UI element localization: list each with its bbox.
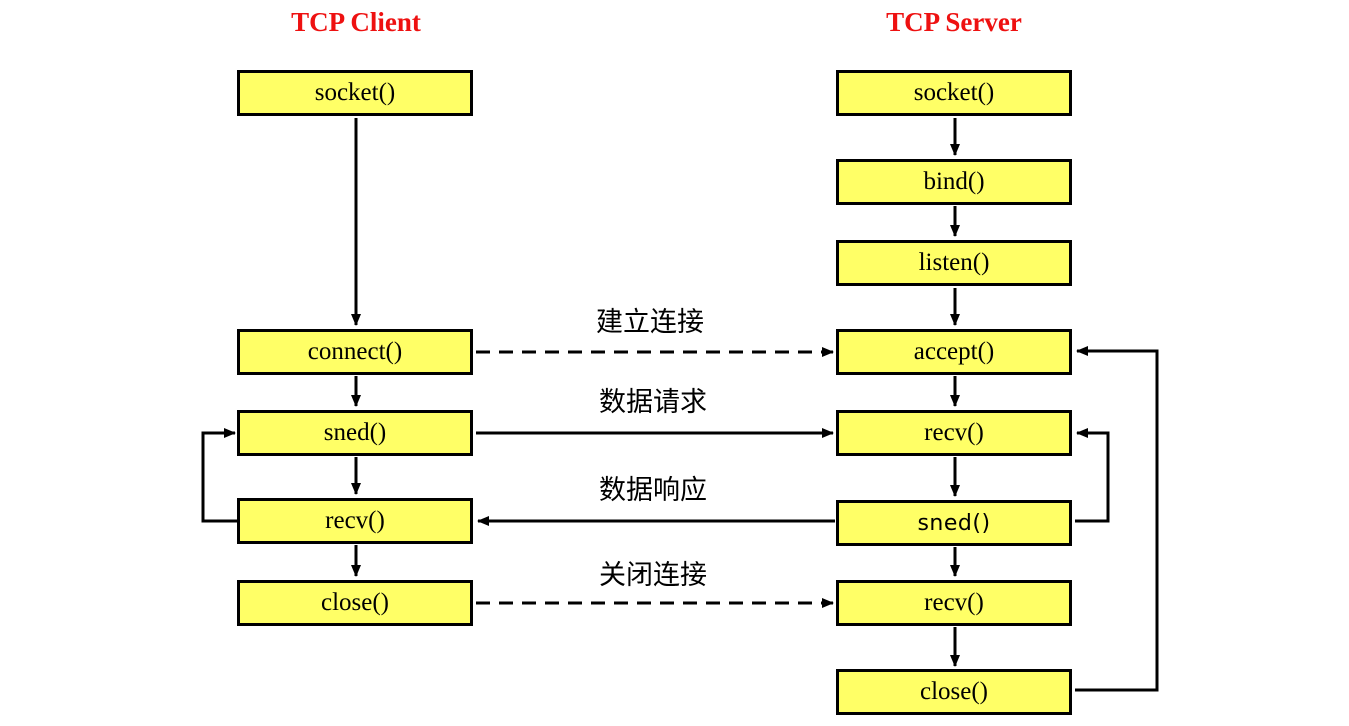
server-close-loop-arrow — [1075, 346, 1159, 692]
server-send-box: sned() — [836, 500, 1072, 546]
client-recv-box: recv() — [237, 498, 473, 544]
server-title: TCP Server — [886, 7, 1022, 37]
client-close-box: close() — [237, 580, 473, 626]
connect-message-label: 建立连接 — [596, 307, 704, 338]
response-message-label: 数据响应 — [599, 475, 707, 506]
server-recv2-box: recv() — [836, 580, 1072, 626]
server-listen-box: listen() — [836, 240, 1072, 286]
server-bind-box: bind() — [836, 159, 1072, 205]
server-accept-box: accept() — [836, 329, 1072, 375]
request-message-label: 数据请求 — [599, 387, 707, 418]
client-recv-loop-arrow — [201, 428, 237, 523]
close-message-label: 关闭连接 — [599, 560, 707, 591]
server-recv-box: recv() — [836, 410, 1072, 456]
server-socket-box: socket() — [836, 70, 1072, 116]
server-close-box: close() — [836, 669, 1072, 715]
client-connect-box: connect() — [237, 329, 473, 375]
client-title: TCP Client — [291, 7, 421, 37]
client-send-box: sned() — [237, 410, 473, 456]
client-socket-box: socket() — [237, 70, 473, 116]
server-send-loop-arrow — [1075, 428, 1110, 523]
